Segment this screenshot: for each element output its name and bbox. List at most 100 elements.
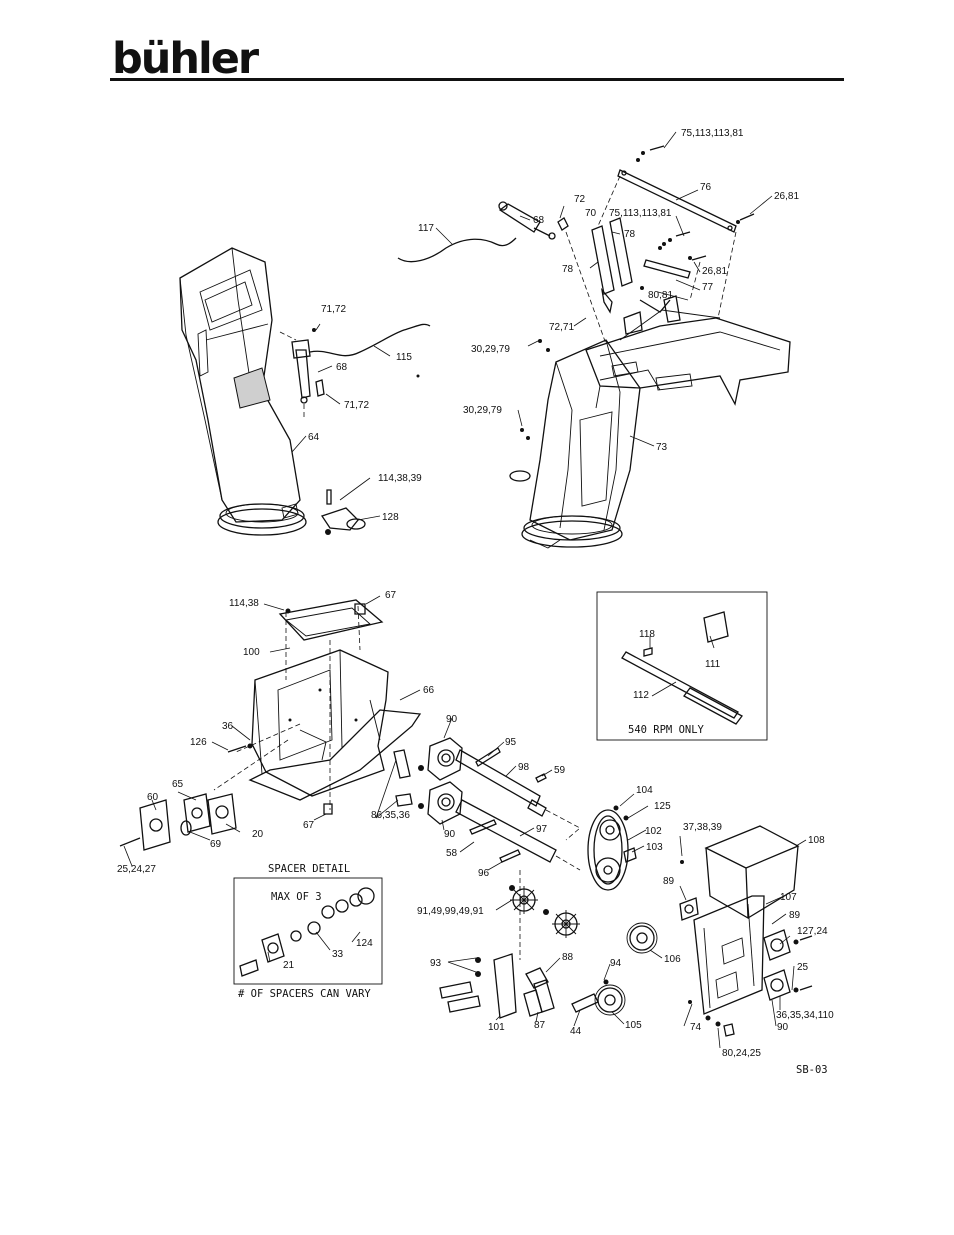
label-114-38: 114,38 — [229, 598, 259, 609]
label-77: 77 — [702, 282, 714, 293]
sprocket-105 — [571, 979, 626, 1016]
chute-64 — [179, 247, 307, 536]
label-118: 118 — [639, 629, 655, 640]
label-44: 44 — [570, 1026, 582, 1037]
label-112: 112 — [633, 690, 649, 701]
chain-drive — [587, 805, 637, 891]
label-60: 60 — [147, 792, 159, 803]
label-117: 117 — [418, 223, 434, 234]
label-103: 103 — [646, 842, 663, 853]
label-125: 125 — [654, 801, 671, 812]
label-124: 124 — [356, 938, 373, 949]
label-76: 76 — [700, 182, 712, 193]
hardware-dots — [312, 145, 755, 440]
label-30-29-79-upper: 30,29,79 — [471, 344, 510, 355]
label-36-35-34-110: 36,35,34,110 — [776, 1010, 834, 1021]
label-70: 70 — [585, 208, 597, 219]
label-64: 64 — [308, 432, 320, 443]
label-89-left: 89 — [663, 876, 675, 887]
label-66: 66 — [423, 685, 435, 696]
inset-540rpm — [596, 591, 768, 741]
tensioner-101 — [439, 953, 517, 1019]
label-128: 128 — [382, 512, 399, 523]
label-98: 98 — [518, 762, 530, 773]
hydraulic-cylinder-68-left — [291, 339, 325, 404]
brand-logo: bühler — [112, 34, 259, 84]
label-107: 107 — [780, 892, 797, 903]
diagram-notes: 540 RPM ONLY SPACER DETAIL MAX OF 3 # OF… — [238, 724, 828, 1076]
label-90-upper: 90 — [446, 714, 458, 725]
hose-117 — [397, 237, 517, 263]
label-101: 101 — [488, 1022, 505, 1033]
chute-73 — [509, 309, 791, 549]
note-drawing-code: SB-03 — [796, 1064, 828, 1076]
label-93: 93 — [430, 958, 442, 969]
label-59: 59 — [554, 765, 566, 776]
label-74: 74 — [690, 1022, 702, 1033]
label-104: 104 — [636, 785, 653, 796]
label-67-top: 67 — [385, 590, 397, 601]
label-33: 33 — [332, 949, 344, 960]
label-90-right: 90 — [777, 1022, 789, 1033]
label-20: 20 — [252, 829, 264, 840]
label-126: 126 — [190, 737, 207, 748]
label-97: 97 — [536, 824, 548, 835]
hydraulic-cylinder-68-top — [498, 201, 569, 240]
label-105: 105 — [625, 1020, 642, 1031]
label-88: 88 — [562, 952, 574, 963]
label-91-49-99-49-91: 91,49,99,49,91 — [417, 906, 484, 917]
label-87: 87 — [534, 1020, 546, 1031]
label-89-right: 89 — [789, 910, 801, 921]
housing-100 — [248, 599, 422, 801]
label-96: 96 — [478, 868, 490, 879]
label-65: 65 — [172, 779, 184, 790]
sprocket-99 — [543, 909, 580, 938]
label-90-lower: 90 — [444, 829, 456, 840]
label-71-72-lower: 71,72 — [344, 400, 369, 411]
bar-76 — [617, 169, 737, 233]
label-75-113-113-81-mid: 75,113,113,81 — [609, 208, 672, 219]
keys — [393, 747, 547, 863]
label-80-24-25: 80,24,25 — [722, 1048, 761, 1059]
label-73: 73 — [656, 442, 668, 453]
top-assembly-lines — [279, 175, 737, 420]
note-spacer-title: SPACER DETAIL — [268, 863, 350, 875]
label-78-left: 78 — [562, 264, 574, 275]
label-106: 106 — [664, 954, 681, 965]
label-86-35-36: 86,35,36 — [371, 810, 410, 821]
label-111: 111 — [705, 659, 721, 670]
housing-lines — [213, 603, 366, 815]
note-540-rpm: 540 RPM ONLY — [628, 724, 705, 736]
label-115: 115 — [396, 352, 412, 363]
bracket-78 — [591, 217, 691, 335]
label-95: 95 — [505, 737, 517, 748]
label-102: 102 — [645, 826, 662, 837]
label-25-24-27: 25,24,27 — [117, 864, 156, 875]
label-68-top: 68 — [533, 215, 545, 226]
label-108: 108 — [808, 835, 825, 846]
label-114-38-39: 114,38,39 — [378, 473, 422, 484]
shaft-dashes — [519, 809, 581, 960]
label-26-81-mid: 26,81 — [702, 266, 727, 277]
label-58: 58 — [446, 848, 458, 859]
label-68-left: 68 — [336, 362, 348, 373]
label-80-81: 80,81 — [648, 290, 673, 301]
label-21: 21 — [283, 960, 295, 971]
bearing-90-lower — [427, 781, 463, 825]
header-rule — [110, 78, 844, 81]
note-spacer-max: MAX OF 3 — [271, 891, 322, 903]
flange-89-left — [679, 860, 735, 1037]
label-127-24: 127,24 — [797, 926, 828, 937]
label-67-bottom: 67 — [303, 820, 315, 831]
label-72-71: 72,71 — [549, 322, 574, 333]
label-25: 25 — [797, 962, 809, 973]
label-72-top: 72 — [574, 194, 586, 205]
shaft-98 — [455, 749, 547, 817]
plate-128 — [320, 489, 366, 535]
label-94: 94 — [610, 958, 622, 969]
label-30-29-79-lower: 30,29,79 — [463, 405, 502, 416]
label-36: 36 — [222, 721, 234, 732]
part-labels: 75,113,113,81 76 26,81 68 72 70 75,113,1… — [117, 128, 834, 1059]
